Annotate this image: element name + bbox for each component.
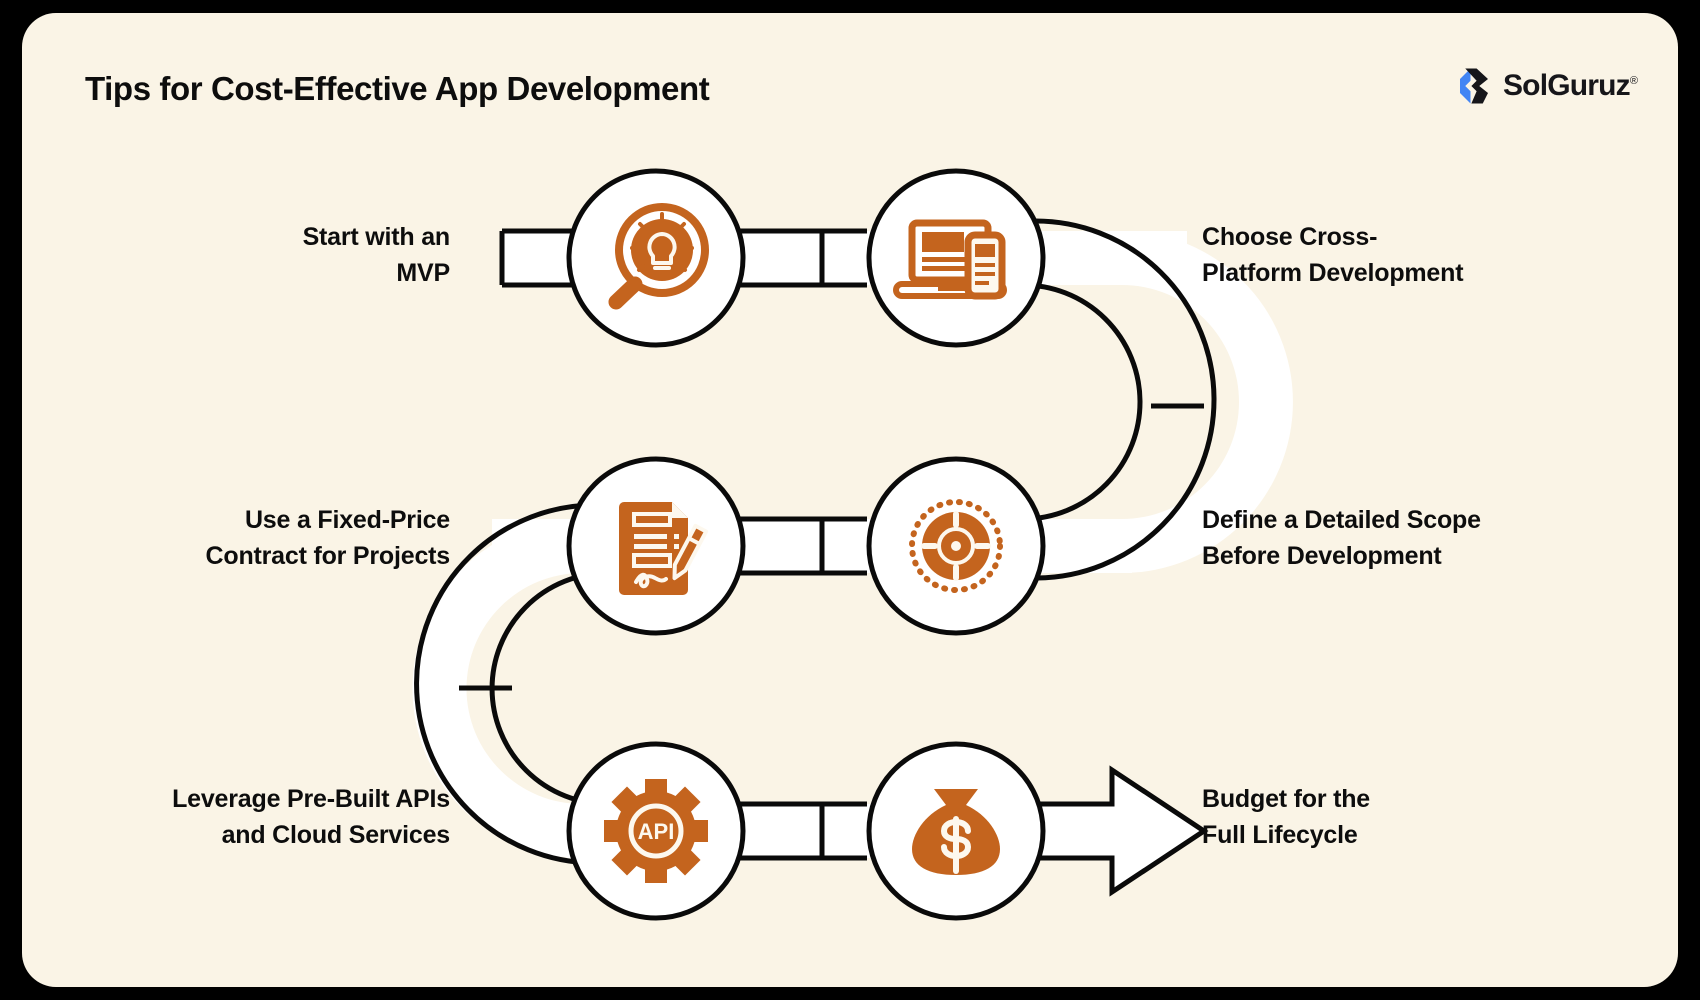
step-label-3-line1: Use a Fixed-Price (244, 506, 450, 534)
step-label-4-line1: Define a Detailed Scope (1202, 506, 1481, 534)
step-label-3-line2: Contract for Projects (205, 541, 451, 570)
contract-pen-icon (619, 502, 709, 595)
step-label-6-line2: Full Lifecycle (1202, 820, 1358, 849)
step-label-2-line2: Platform Development (1202, 258, 1464, 287)
step-label-1-line1: Start with an (302, 223, 451, 251)
flow-node-4[interactable] (866, 456, 1046, 636)
flow-diagram: API (412, 168, 1293, 921)
step-label-1-line2: MVP (396, 258, 450, 287)
brand-name-text: SolGuruz (1502, 69, 1631, 102)
step-label-6: Budget for the Full Lifecycle (1202, 782, 1632, 853)
page-title: Tips for Cost-Effective App Development (85, 70, 710, 107)
step-label-6-line1: Budget for the (1202, 785, 1371, 813)
api-gear-icon: API (604, 779, 708, 883)
magnifier-lightbulb-icon (608, 203, 709, 310)
step-label-1: Start with an MVP (22, 220, 451, 291)
step-label-3: Use a Fixed-Price Contract for Projects (22, 503, 451, 574)
connector-ticks (459, 231, 1204, 858)
flow-node-6[interactable] (866, 741, 1046, 921)
step-label-5-line2: and Cloud Services (221, 820, 451, 849)
brand-name: SolGuruz® (1503, 69, 1638, 103)
connector-band (412, 231, 1293, 890)
infographic-canvas: Tips for Cost-Effective App Development … (22, 13, 1678, 987)
money-bag-dollar-icon (912, 789, 1000, 875)
brand-logo: SolGuruz® (1453, 65, 1638, 107)
target-crosshair-icon (909, 499, 1003, 593)
step-label-5-line1: Leverage Pre-Built APIs (172, 785, 450, 813)
flow-node-3[interactable] (566, 456, 746, 636)
step-label-2-line1: Choose Cross- (1202, 223, 1378, 251)
flow-node-1[interactable] (566, 168, 746, 348)
flow-node-2[interactable] (866, 168, 1046, 348)
step-label-4: Define a Detailed Scope Before Developme… (1202, 503, 1632, 574)
step-label-2: Choose Cross- Platform Development (1202, 220, 1632, 291)
step-label-5: Leverage Pre-Built APIs and Cloud Servic… (22, 782, 450, 853)
api-gear-label: API (638, 819, 675, 844)
laptop-mobile-icon (893, 219, 1007, 300)
trademark-symbol: ® (1629, 75, 1638, 87)
flow-node-5[interactable]: API (566, 741, 746, 921)
solguruz-logo-icon (1459, 68, 1488, 104)
step-label-4-line2: Before Development (1202, 541, 1442, 570)
